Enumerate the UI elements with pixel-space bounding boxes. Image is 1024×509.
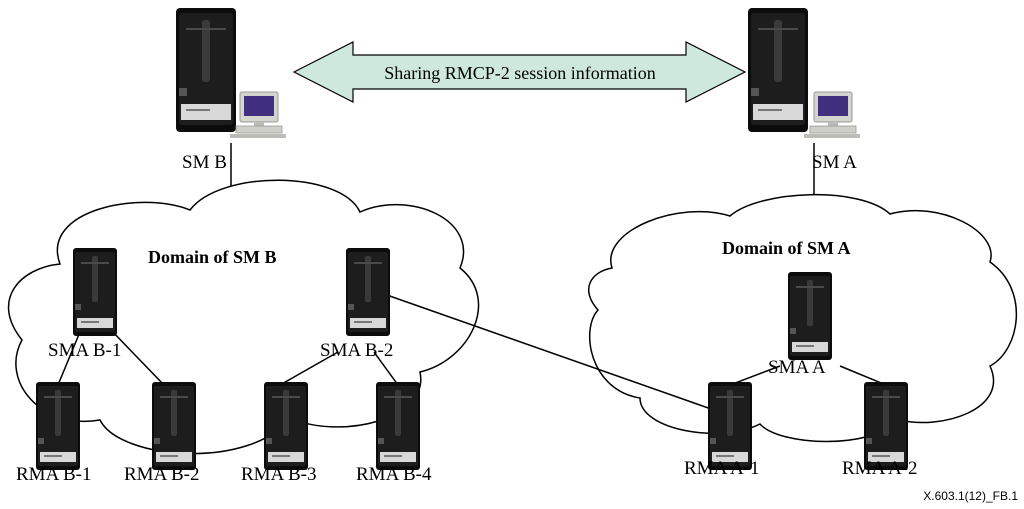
- server-tower-icon: [788, 272, 832, 360]
- link-sma-a-rma-a-1: [729, 365, 781, 386]
- label-sm-b: SM B: [182, 152, 227, 173]
- server-tower-icon: [376, 382, 420, 470]
- link-sma-b-2-rma-a-1: [383, 293, 715, 411]
- label-rma-b-4: RMA B-4: [356, 464, 432, 485]
- server-tower-icon: [152, 382, 196, 470]
- label-sm-a: SM A: [812, 152, 857, 173]
- server-tower-icon: [748, 8, 808, 132]
- sm-a-workstation: [748, 8, 861, 139]
- arrow-label: Sharing RMCP-2 session information: [384, 63, 656, 83]
- server-tower-icon: [864, 382, 908, 470]
- desktop-computer-icon: [803, 91, 861, 139]
- domain-b-title: Domain of SM B: [148, 247, 277, 267]
- domain-a-title: Domain of SM A: [722, 238, 851, 258]
- label-sma-b-2: SMA B-2: [320, 340, 393, 361]
- server-tower-icon: [708, 382, 752, 470]
- link-sma-b-2-rma-b-3: [279, 351, 339, 386]
- domain-links: [57, 293, 887, 411]
- label-rma-b-3: RMA B-3: [241, 464, 317, 485]
- label-rma-b-2: RMA B-2: [124, 464, 200, 485]
- server-tower-icon: [346, 248, 390, 336]
- server-tower-icon: [36, 382, 80, 470]
- label-sma-b-1: SMA B-1: [48, 340, 121, 361]
- figure-id: X.603.1(12)_FB.1: [923, 489, 1018, 503]
- label-rma-a-2: RMA A-2: [842, 458, 918, 479]
- link-sma-b-1-rma-b-1: [57, 326, 83, 386]
- label-sma-a: SMA A: [768, 357, 826, 378]
- link-sma-b-2-rma-b-4: [373, 351, 399, 386]
- label-rma-b-1: RMA B-1: [16, 464, 92, 485]
- server-tower-icon: [176, 8, 236, 132]
- link-sma-b-1-rma-b-2: [107, 326, 165, 386]
- sharing-arrow: Sharing RMCP-2 session information: [292, 41, 747, 103]
- sm-b-workstation: [176, 8, 287, 139]
- server-tower-icon: [73, 248, 117, 336]
- server-tower-icon: [264, 382, 308, 470]
- label-rma-a-1: RMA A-1: [684, 458, 760, 479]
- desktop-computer-icon: [229, 91, 287, 139]
- link-sma-a-rma-a-2: [839, 365, 887, 386]
